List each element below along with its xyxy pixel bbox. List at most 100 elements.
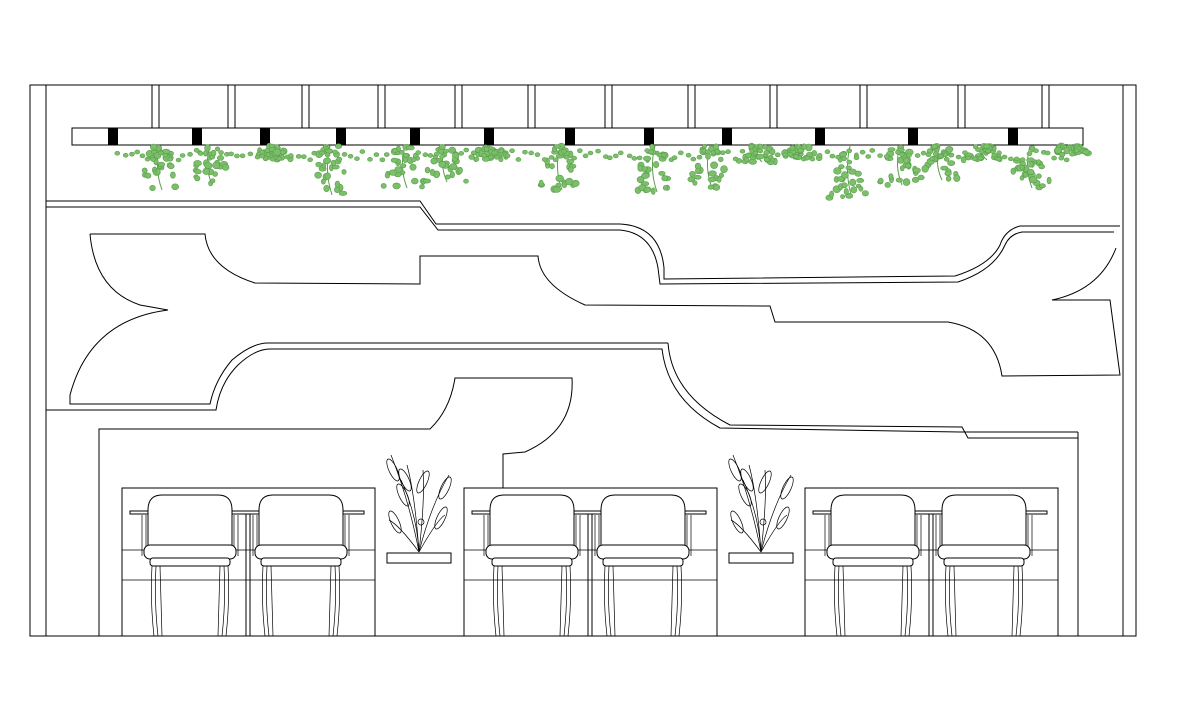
vine-leaf <box>122 152 129 158</box>
vine-leaf <box>757 148 764 154</box>
vine-leaf <box>595 148 601 154</box>
vine-leaf <box>399 150 405 155</box>
booth <box>463 487 718 637</box>
vine-leaf <box>347 153 354 159</box>
hanger-post <box>527 85 536 128</box>
vine-leaf <box>367 157 373 162</box>
vine-leaf <box>1001 154 1008 160</box>
beam-support-blocks <box>108 128 1018 145</box>
vine-leaf <box>971 156 978 162</box>
vine-cluster <box>687 143 728 191</box>
vine-leaf <box>835 154 841 160</box>
vine-leaf <box>239 153 246 159</box>
vine-cluster <box>380 143 428 190</box>
chair <box>824 494 922 637</box>
vine-leaf <box>977 155 984 161</box>
vine-leaf <box>1051 155 1057 161</box>
vine-leaf <box>452 157 458 162</box>
beam-block <box>108 128 118 145</box>
vine-leaf <box>439 154 445 159</box>
vine-leaf <box>488 154 494 160</box>
vine-leaf <box>373 152 380 157</box>
vine-leaf <box>829 153 836 159</box>
hanger-post <box>301 85 310 128</box>
vine-leaf <box>162 152 169 158</box>
hanger-post <box>1041 85 1050 128</box>
trailing-vine-plants <box>114 142 1092 201</box>
vine-leaf <box>752 150 759 156</box>
vine-leaf <box>197 151 204 156</box>
beam-block <box>644 128 654 145</box>
vine-leaf <box>144 156 151 162</box>
beam-block <box>722 128 732 145</box>
vine-leaf <box>259 153 266 159</box>
hanger-post <box>227 85 236 128</box>
vine-leaf <box>276 156 282 161</box>
vine-leaf <box>354 156 360 161</box>
vine-cluster <box>255 142 294 163</box>
chair <box>483 494 581 637</box>
vine-leaf <box>319 150 325 156</box>
vine-leaf <box>846 148 853 154</box>
vine-leaf <box>1063 157 1070 163</box>
vine-leaf <box>528 150 534 156</box>
vine-leaf <box>1073 148 1080 153</box>
vine-leaf <box>1044 150 1051 156</box>
potted-plants <box>386 454 794 564</box>
hanger-post <box>687 85 696 128</box>
vine-leaf <box>719 150 726 155</box>
vine-leaf <box>582 153 589 159</box>
vine-leaf <box>548 155 555 160</box>
beam-block <box>192 128 202 145</box>
vine-leaf <box>948 152 955 158</box>
counter-back-panel <box>98 428 1079 636</box>
hanger-post <box>604 85 613 128</box>
vine-leaf <box>1033 148 1039 154</box>
vine-leaf <box>433 151 440 157</box>
vine-leaf <box>714 149 721 154</box>
vine-leaf <box>809 156 816 162</box>
hanger-post <box>859 85 868 128</box>
vine-leaf <box>175 157 182 163</box>
vine-leaf <box>498 148 504 154</box>
booths <box>121 487 1059 637</box>
vine-leaf <box>139 153 146 159</box>
wave-wall-relief <box>45 200 1121 488</box>
vine-leaf <box>463 147 470 153</box>
vine-leaf <box>552 157 559 163</box>
vine-leaf <box>324 152 331 158</box>
vine-leaf <box>301 154 307 159</box>
chair <box>252 494 350 637</box>
vine-leaf <box>937 153 944 159</box>
beam-block <box>565 128 575 145</box>
vine-leaf <box>422 152 429 158</box>
vine-leaf <box>725 149 731 154</box>
vine-leaf <box>925 152 932 158</box>
vine-leaf <box>187 152 193 157</box>
vine-leaf <box>193 147 200 153</box>
vine-leaf <box>943 156 950 162</box>
vine-leaf <box>522 149 528 155</box>
vine-leaf <box>995 156 1002 162</box>
beam-block <box>484 128 494 145</box>
vine-leaf <box>816 153 823 158</box>
vine-leaf <box>899 152 905 157</box>
hanger-post <box>957 85 966 128</box>
vine-leaf <box>307 157 313 163</box>
vine-leaf <box>865 154 871 159</box>
vine-leaf <box>129 151 135 157</box>
vine-cluster <box>1010 145 1052 191</box>
vine-leaf <box>473 156 480 162</box>
vine-leaf <box>392 148 398 153</box>
vine-leaf <box>410 157 417 163</box>
vine-leaf <box>254 154 261 160</box>
vine-leaf <box>341 152 348 157</box>
beam-block <box>815 128 825 145</box>
vine-leaf <box>985 148 992 154</box>
vine-leaf <box>793 154 799 159</box>
hanger-post <box>151 85 160 128</box>
hanger-post <box>377 85 386 128</box>
vine-leaf <box>311 150 318 156</box>
vine-leaf <box>906 153 912 158</box>
